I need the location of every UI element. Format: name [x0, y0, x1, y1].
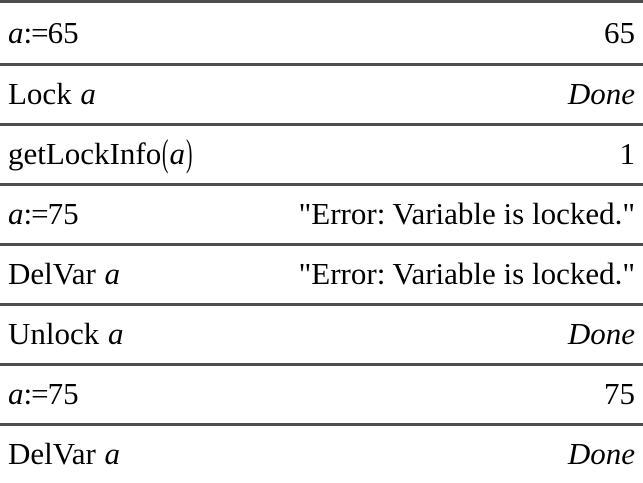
history-result-error: "Error: Variable is locked." [298, 196, 635, 231]
history-result: 1 [619, 136, 636, 171]
close-paren-icon: ) [186, 131, 193, 174]
variable-a: a [169, 136, 186, 171]
history-result-error: "Error: Variable is locked." [298, 256, 635, 291]
variable-a: a [8, 14, 24, 50]
variable-a: a [107, 316, 124, 351]
command-unlock: Unlock [8, 316, 100, 351]
assign-operator: := [23, 14, 49, 50]
history-entry[interactable]: a:=75 [8, 378, 79, 411]
history-row[interactable]: getLockInfo(a) 1 [0, 123, 643, 183]
entry-value: 75 [47, 376, 79, 411]
command-lock: Lock [8, 76, 72, 111]
command-delvar: DelVar [8, 256, 96, 291]
entry-value: 65 [47, 14, 79, 50]
assign-operator: := [23, 376, 49, 411]
history-entry[interactable]: getLockInfo(a) [8, 134, 193, 172]
function-getlockinfo: getLockInfo [8, 136, 162, 171]
variable-a: a [104, 436, 120, 471]
history-entry[interactable]: a:=75 [8, 198, 79, 231]
variable-a: a [8, 376, 24, 411]
history-result: Done [567, 436, 635, 471]
history-row[interactable]: a:=75 "Error: Variable is locked." [0, 183, 643, 243]
command-delvar: DelVar [8, 436, 96, 471]
variable-a: a [8, 196, 24, 231]
history-result: 75 [604, 376, 635, 411]
variable-a: a [80, 76, 96, 111]
history-result: Done [567, 76, 635, 111]
history-row[interactable]: a:=65 65 [0, 3, 643, 63]
assign-operator: := [23, 196, 49, 231]
variable-a: a [104, 256, 120, 291]
entry-value: 75 [47, 196, 79, 231]
history-result: 65 [604, 14, 635, 50]
history-entry[interactable]: a:=65 [8, 17, 79, 50]
open-paren-icon: ( [162, 131, 169, 174]
history-result: Done [567, 316, 635, 351]
history-row[interactable]: a:=75 75 [0, 363, 643, 423]
